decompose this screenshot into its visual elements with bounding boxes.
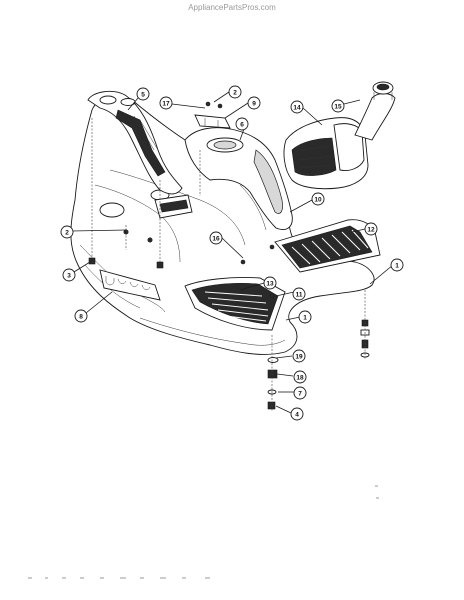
bracket-9 (194, 114, 231, 129)
callout-18: 18 (293, 370, 307, 384)
callout-1-center: 1 (298, 310, 312, 324)
callout-label-2-top: 2 (233, 89, 237, 96)
callout-label-5: 5 (141, 91, 145, 98)
callout-label-16: 16 (212, 235, 220, 242)
callout-label-9: 9 (252, 100, 256, 107)
callout-label-8: 8 (79, 313, 83, 320)
callout-1-right: 1 (390, 258, 404, 272)
callout-4: 4 (290, 407, 304, 421)
callout-19: 19 (292, 349, 306, 363)
footer-marks (28, 485, 379, 579)
fuel-tank (283, 117, 369, 190)
callout-7: 7 (293, 386, 307, 400)
callout-label-1-center: 1 (303, 314, 307, 321)
tank-shroud (184, 127, 293, 231)
callout-10: 10 (311, 192, 325, 206)
callout-2-left: 2 (60, 225, 74, 239)
callout-14: 14 (290, 100, 304, 114)
right-footrest (274, 219, 381, 273)
callout-15: 15 (331, 99, 345, 113)
hardware-stack-center (267, 335, 279, 412)
callout-2-top: 2 (228, 85, 242, 99)
leader-lines (71, 91, 394, 414)
callout-label-6: 6 (240, 121, 244, 128)
callout-label-11: 11 (296, 291, 303, 298)
callout-label-4: 4 (295, 411, 299, 418)
hinge-plate (154, 194, 193, 219)
callout-label-3: 3 (67, 272, 71, 279)
bolts-left (88, 101, 275, 299)
callout-11: 11 (292, 287, 306, 301)
comb-plate (99, 269, 161, 301)
callout-label-14: 14 (293, 104, 301, 111)
callout-label-15: 15 (334, 103, 342, 110)
seat-console (87, 90, 183, 195)
filler-neck (354, 81, 396, 141)
callout-6: 6 (235, 117, 249, 131)
callout-12: 12 (364, 222, 378, 236)
callout-label-19: 19 (295, 353, 303, 360)
callout-label-18: 18 (296, 374, 304, 381)
hardware-stack (360, 290, 370, 360)
watermark: AppliancePartsPros.com (188, 3, 276, 12)
callout-label-7: 7 (298, 390, 302, 397)
callout-5: 5 (136, 87, 150, 101)
callout-label-12: 12 (367, 226, 375, 233)
left-footrest (184, 277, 286, 331)
callout-label-17: 17 (162, 100, 170, 107)
callout-label-2-left: 2 (65, 229, 69, 236)
callout-label-13: 13 (266, 280, 274, 287)
callout-9: 9 (247, 96, 261, 110)
callout-8: 8 (74, 309, 88, 323)
callout-3: 3 (62, 268, 76, 282)
callout-16: 16 (209, 231, 223, 245)
callout-label-10: 10 (314, 196, 322, 203)
callout-17: 17 (159, 96, 173, 110)
callout-label-1-right: 1 (395, 262, 399, 269)
callout-13: 13 (263, 276, 277, 290)
